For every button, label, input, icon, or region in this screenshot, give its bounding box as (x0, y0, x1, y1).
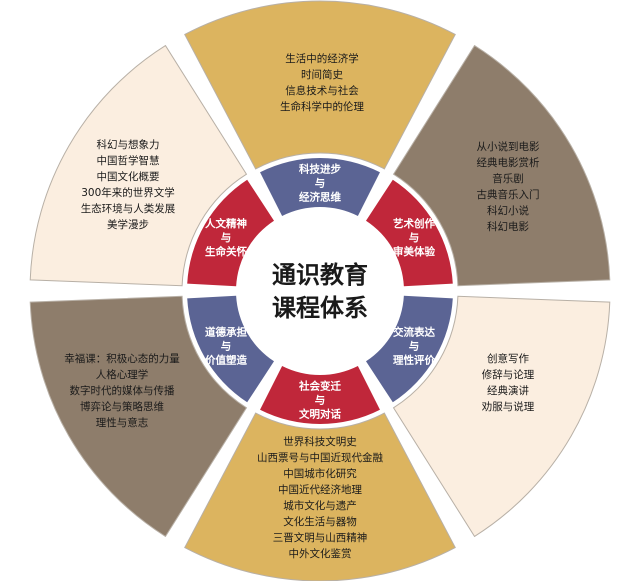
course-sector-3 (392, 295, 611, 538)
course-label: 中外文化鉴赏 (289, 547, 352, 560)
category-label: 交流表达 (393, 325, 435, 338)
course-sector-2 (392, 44, 611, 287)
course-label: 文化生活与器物 (283, 515, 357, 528)
category-sector-6 (187, 179, 275, 287)
category-label: 价值塑造 (205, 353, 247, 366)
category-label: 与 (409, 339, 420, 352)
course-label: 山西票号与中国近现代金融 (257, 451, 383, 464)
category-sector-3 (365, 295, 453, 403)
course-label: 创意写作 (487, 352, 529, 365)
course-label: 300年来的世界文学 (81, 186, 175, 199)
course-label: 生活中的经济学 (285, 52, 359, 65)
course-label: 经典演讲 (487, 384, 529, 397)
category-sector-5 (187, 295, 275, 403)
course-label: 从小说到电影 (477, 140, 540, 153)
category-label: 社会变迁 (298, 380, 341, 393)
course-label: 中国城市化研究 (283, 467, 357, 480)
category-label: 艺术创作 (393, 217, 435, 230)
category-label: 生命关怀 (205, 245, 247, 258)
course-label: 古典音乐入门 (477, 188, 540, 201)
category-label: 文明对话 (298, 408, 341, 421)
course-label: 时间简史 (301, 68, 343, 81)
course-label: 劝服与说理 (482, 400, 535, 413)
course-label: 生命科学中的伦理 (280, 100, 364, 113)
course-label: 科幻与想象力 (97, 138, 160, 151)
course-label: 美学漫步 (107, 218, 149, 231)
category-sector-2 (365, 179, 453, 287)
course-label: 中国近代经济地理 (278, 483, 362, 496)
category-label: 与 (221, 231, 232, 244)
category-sector-4 (260, 365, 380, 425)
course-label: 数字时代的媒体与传播 (70, 384, 175, 397)
course-label: 中国哲学智慧 (97, 154, 160, 167)
center-title-line1: 通识教育 (272, 261, 368, 289)
category-label: 与 (409, 231, 420, 244)
course-label: 音乐剧 (492, 172, 524, 185)
course-label: 三晋文明与山西精神 (273, 531, 368, 544)
course-label: 中国文化概要 (97, 170, 160, 183)
course-label: 人格心理学 (96, 368, 149, 381)
course-label: 幸福课：积极心态的力量 (64, 352, 180, 365)
category-label: 人文精神 (205, 217, 247, 230)
center-title-line2: 课程体系 (272, 294, 368, 322)
course-label: 博弈论与策略思维 (80, 400, 164, 413)
inner-ring: 科技进步与经济思维艺术创作与审美体验交流表达与理性评价社会变迁与文明对话道德承担… (187, 158, 453, 425)
course-label: 生态环境与人类发展 (81, 202, 176, 215)
course-label: 理性与意志 (96, 416, 149, 429)
course-label: 科幻小说 (487, 204, 529, 217)
course-sector-4 (184, 412, 456, 581)
course-sector-5 (29, 295, 248, 538)
course-label: 修辞与论理 (482, 368, 535, 381)
course-label: 世界科技文明史 (283, 435, 357, 448)
category-label: 道德承担 (205, 325, 247, 338)
category-label: 科技进步 (299, 163, 341, 176)
category-sector-1 (260, 158, 380, 217)
center-disc (238, 209, 402, 373)
category-label: 与 (221, 339, 232, 352)
course-sector-6 (29, 44, 248, 287)
course-label: 科幻电影 (487, 220, 529, 233)
category-label: 审美体验 (393, 245, 435, 258)
course-sector-1 (184, 0, 456, 170)
category-label: 与 (315, 177, 326, 190)
course-label: 城市文化与遗产 (283, 499, 357, 512)
outer-ring: 生活中的经济学时间简史信息技术与社会生命科学中的伦理从小说到电影经典电影赏析音乐… (29, 0, 611, 581)
category-label: 与 (315, 394, 326, 407)
category-label: 理性评价 (393, 353, 435, 366)
category-label: 经济思维 (299, 191, 341, 204)
course-label: 信息技术与社会 (285, 84, 359, 97)
course-label: 经典电影赏析 (477, 156, 540, 169)
